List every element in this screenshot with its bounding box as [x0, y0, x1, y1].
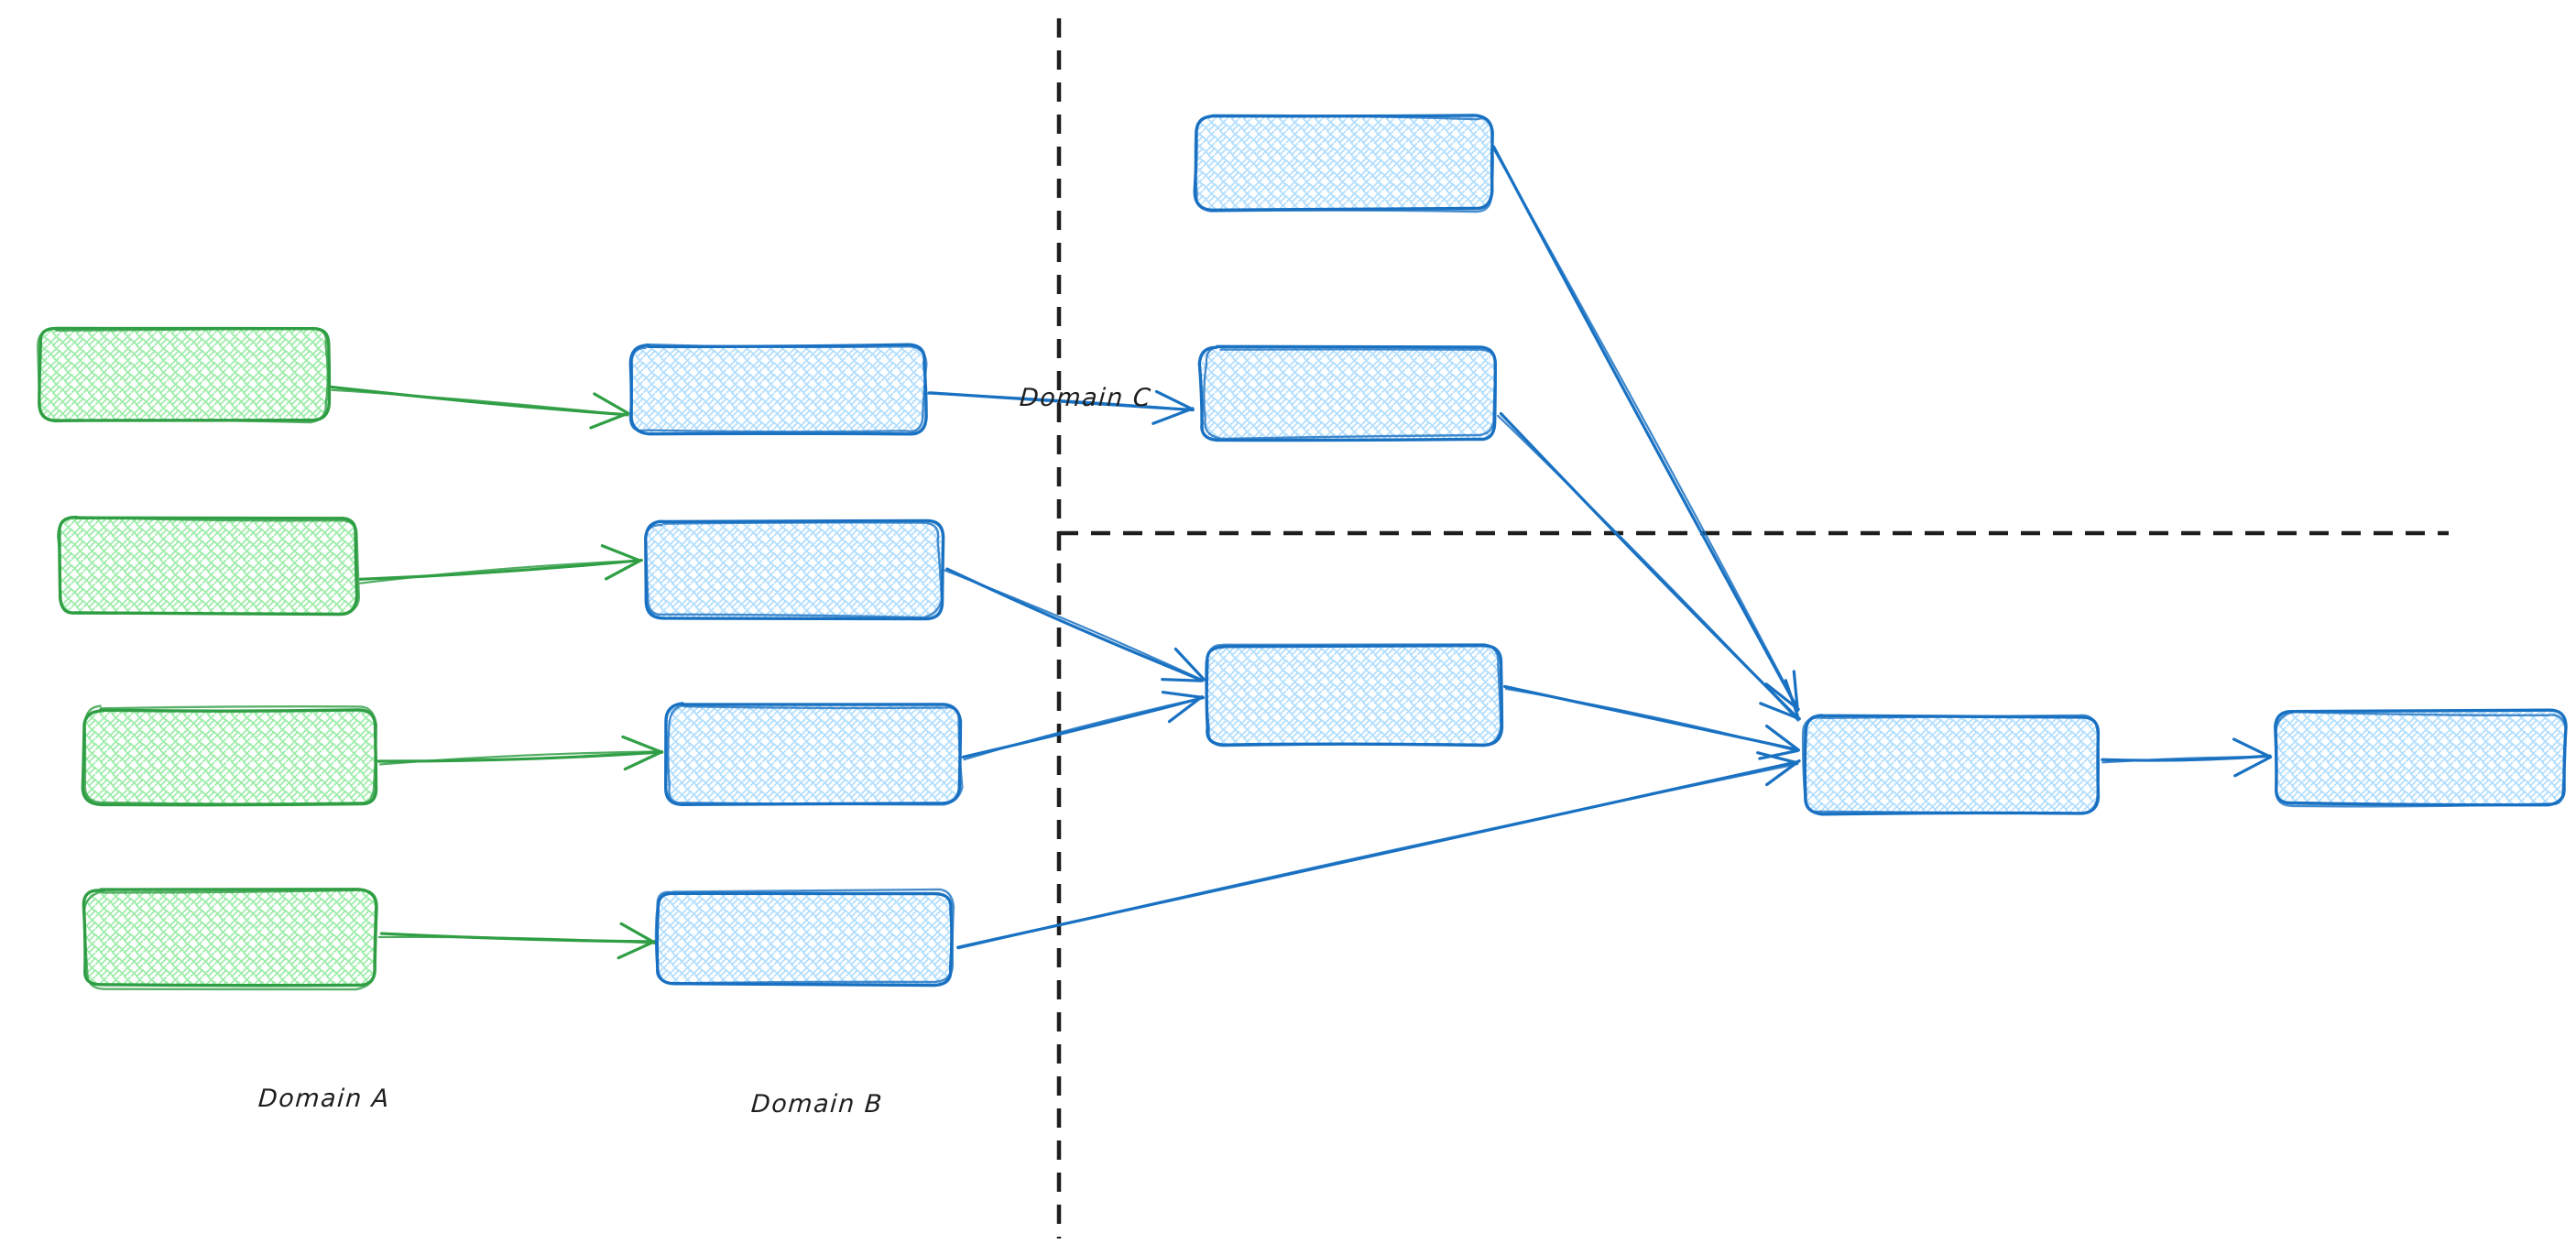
- node-d1[interactable]: [1801, 714, 2101, 816]
- node-outline: [1801, 714, 2101, 815]
- node-a1[interactable]: [37, 326, 332, 424]
- node-outline: [1194, 114, 1494, 213]
- node-outline: [628, 343, 928, 433]
- domain-dividers: [1056, 18, 2449, 1239]
- edge-a3-to-b3: [377, 735, 664, 771]
- node-outline: [2275, 710, 2568, 808]
- node-outline: [664, 702, 963, 807]
- edge-a1-to-b1: [329, 385, 630, 430]
- node-fill: [1196, 117, 1491, 209]
- node-b2[interactable]: [644, 518, 945, 621]
- edge-b2-to-b5: [944, 567, 1206, 682]
- edge-b3-to-b5: [961, 691, 1205, 761]
- node-a2[interactable]: [57, 516, 361, 617]
- node-fill: [1202, 347, 1495, 439]
- node-fill: [631, 345, 924, 433]
- edge-b5-to-d1: [1503, 684, 1801, 760]
- node-fill: [659, 893, 952, 985]
- edge-a2-to-b2: [358, 544, 643, 584]
- node-c1[interactable]: [1193, 114, 1494, 213]
- node-outline: [82, 889, 378, 991]
- edge-b4-to-d1: [956, 751, 1801, 950]
- node-outline: [1205, 643, 1502, 748]
- edge-c1-to-d1: [1491, 145, 1800, 713]
- node-b1[interactable]: [628, 343, 928, 436]
- node-fill: [1804, 715, 2097, 813]
- label-domain-b: Domain B: [749, 1090, 884, 1119]
- node-outline: [655, 891, 954, 988]
- node-outline: [644, 521, 944, 619]
- node-fill: [60, 518, 355, 614]
- node-fill: [646, 522, 942, 617]
- node-fill: [84, 710, 376, 805]
- label-domain-a: Domain A: [257, 1085, 391, 1113]
- node-d2[interactable]: [2274, 708, 2568, 808]
- node-outline: [654, 888, 955, 985]
- node-a3[interactable]: [81, 704, 378, 807]
- node-outline: [57, 516, 361, 617]
- node-a4[interactable]: [82, 888, 378, 991]
- edge-b1-to-c2: [926, 389, 1195, 425]
- edge-a4-to-b4: [377, 922, 659, 960]
- node-c2[interactable]: [1197, 344, 1498, 442]
- node-fill: [1207, 647, 1501, 744]
- node-outline: [1197, 344, 1497, 442]
- edge-c2-to-d1: [1497, 411, 1801, 722]
- node-b3[interactable]: [664, 702, 964, 807]
- label-domain-c: Domain C: [1018, 384, 1153, 412]
- node-outline: [667, 704, 964, 806]
- node-b5[interactable]: [1205, 643, 1504, 748]
- node-b4[interactable]: [654, 888, 955, 988]
- node-outline: [83, 704, 377, 805]
- node-outline: [1203, 344, 1498, 441]
- node-fill: [38, 328, 330, 420]
- edge-d1-to-d2: [2101, 737, 2273, 778]
- node-fill: [2276, 712, 2565, 805]
- node-fill: [84, 890, 376, 986]
- node-outline: [37, 327, 329, 424]
- node-fill: [666, 705, 959, 804]
